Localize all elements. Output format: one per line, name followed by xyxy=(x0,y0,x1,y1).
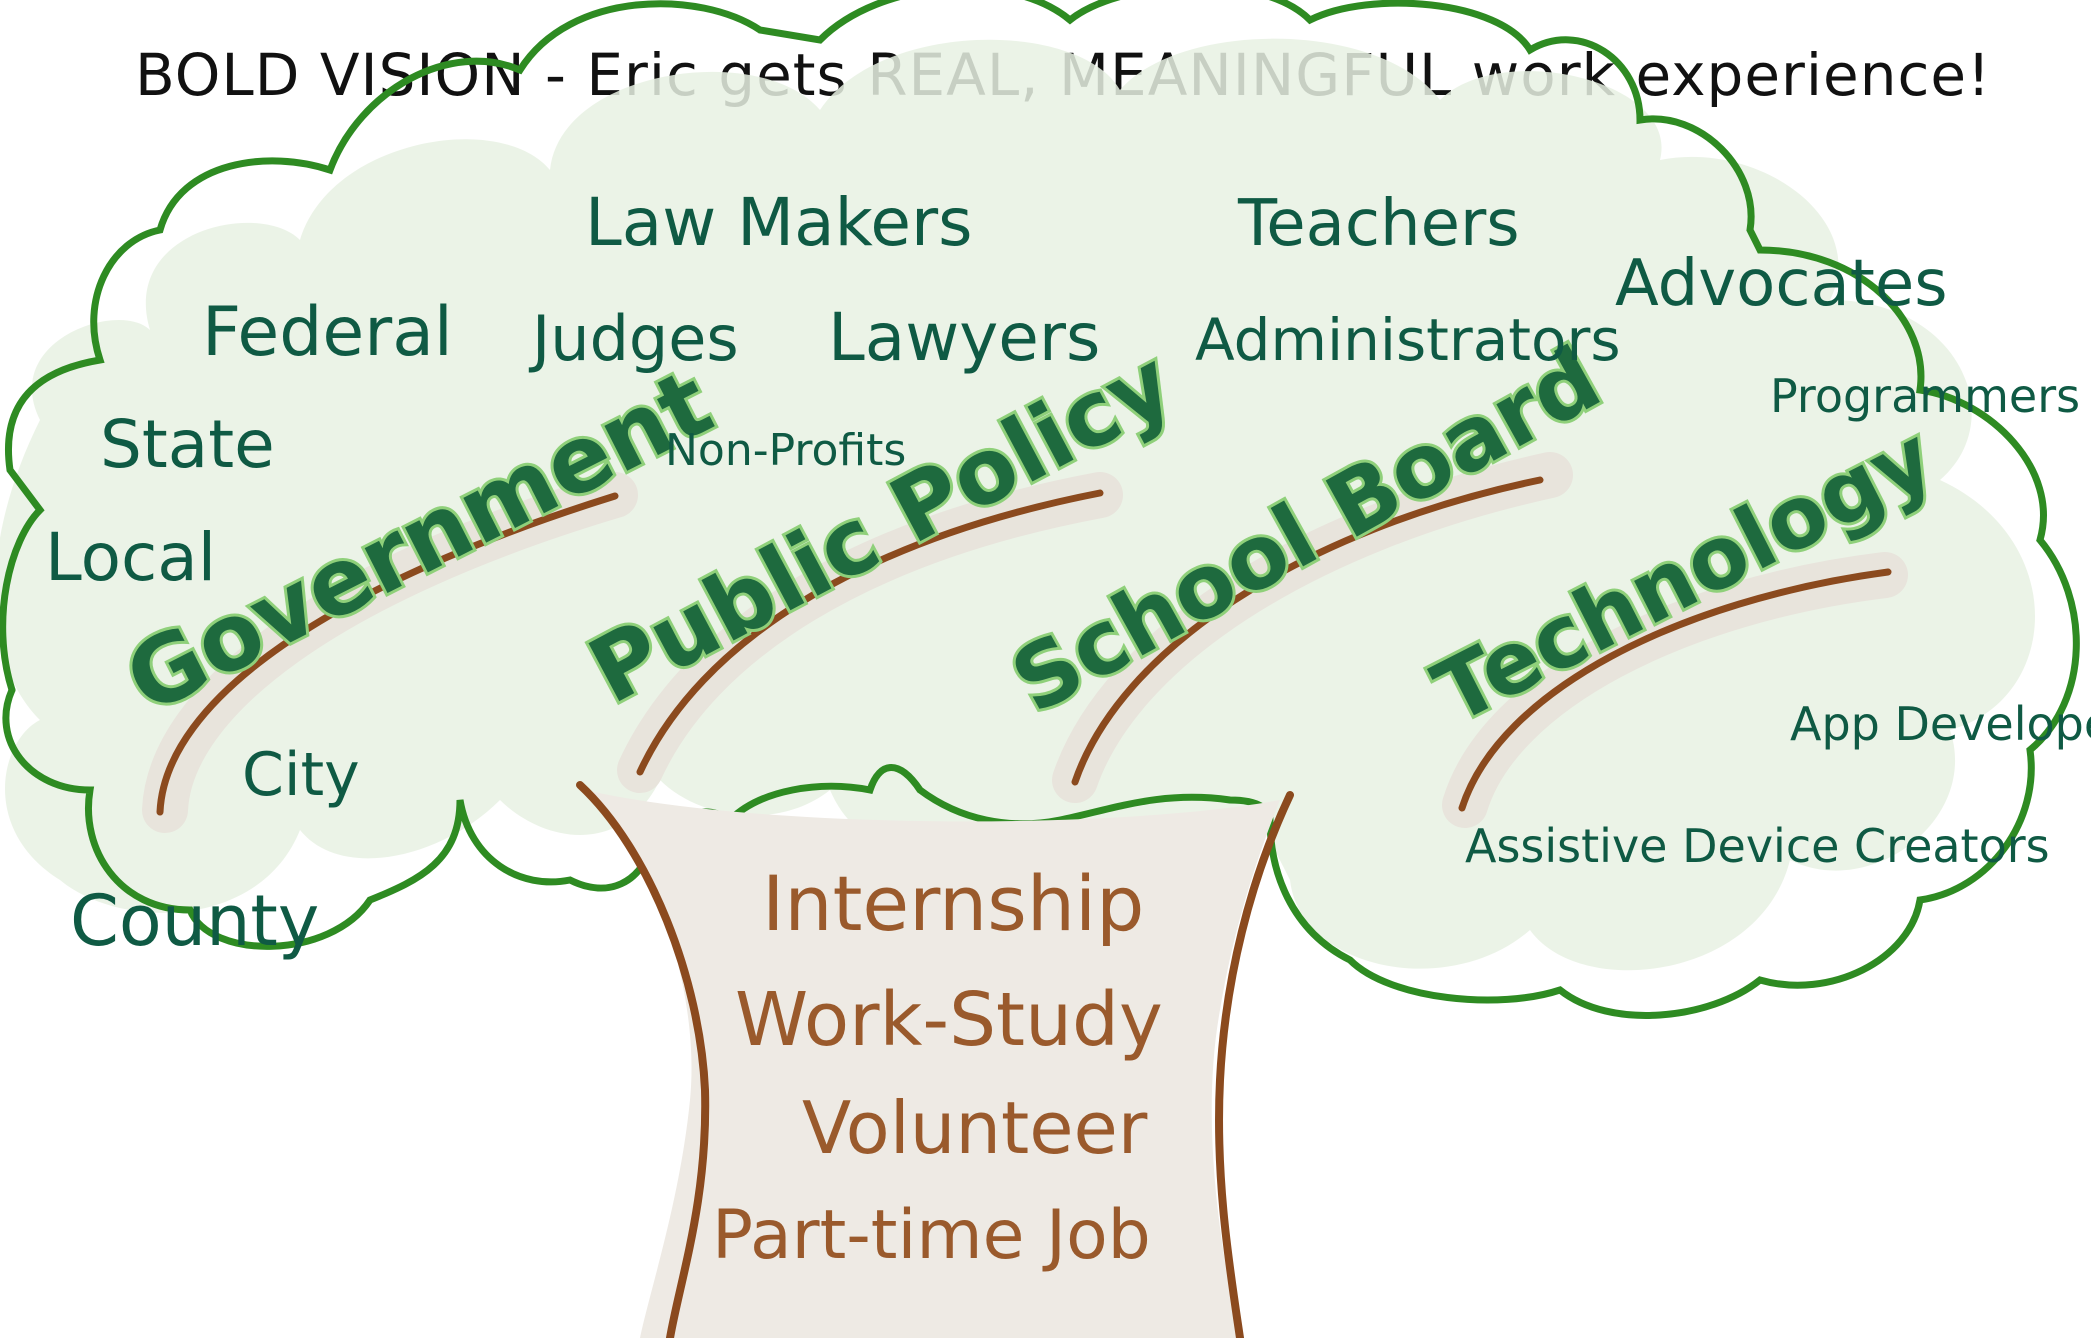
trunk-items: Internship Work-Study Volunteer Part-tim… xyxy=(712,859,1163,1275)
leaf-lawyers: Lawyers xyxy=(828,299,1100,376)
leaves-technology: Advocates Programmers App Developers Ass… xyxy=(1465,247,2091,873)
trunk-item-work-study: Work-Study xyxy=(735,977,1163,1063)
leaf-advocates: Advocates xyxy=(1615,247,1948,321)
leaf-county: County xyxy=(70,880,319,962)
leaf-judges: Judges xyxy=(528,302,739,375)
leaves-government: Federal State Local City County xyxy=(45,293,453,962)
canopy-outline xyxy=(0,0,2080,1019)
trunk-right-edge xyxy=(1215,791,1294,1338)
leaf-federal: Federal xyxy=(202,293,453,372)
leaf-state: State xyxy=(100,406,275,483)
trunk-fill xyxy=(585,790,1280,1338)
leaf-non-profits: Non-Profits xyxy=(665,425,906,476)
leaf-law-makers: Law Makers xyxy=(585,184,973,261)
trunk-item-internship: Internship xyxy=(762,859,1144,948)
branch-lines xyxy=(142,452,1908,833)
leaf-app-developers: App Developers xyxy=(1790,697,2091,751)
trunk-item-part-time-job: Part-time Job xyxy=(712,1196,1151,1275)
leaf-city: City xyxy=(242,740,360,810)
branch-line-school-board xyxy=(1071,476,1544,786)
branch-line-government xyxy=(156,492,619,816)
leaf-programmers: Programmers xyxy=(1770,369,2080,423)
leaves-public-policy: Law Makers Judges Lawyers Non-Profits xyxy=(528,184,1100,476)
leaf-local: Local xyxy=(45,519,216,596)
canopy-outline-left-bottom xyxy=(2,686,654,950)
leaf-teachers: Teachers xyxy=(1237,187,1520,261)
tree-trunk xyxy=(576,781,1294,1338)
trunk-left-edge xyxy=(576,781,710,1338)
leaves-school-board: Teachers Administrators xyxy=(1195,187,1621,374)
branch-line-technology xyxy=(1458,568,1892,812)
leaf-assistive-device-creators: Assistive Device Creators xyxy=(1465,819,2050,873)
branch-line-public-policy xyxy=(636,489,1104,776)
leaf-administrators: Administrators xyxy=(1195,306,1621,374)
trunk-item-volunteer: Volunteer xyxy=(802,1086,1148,1170)
